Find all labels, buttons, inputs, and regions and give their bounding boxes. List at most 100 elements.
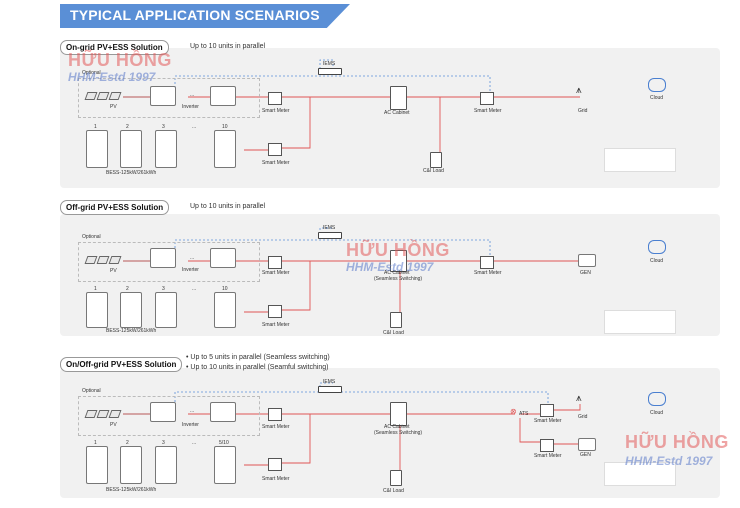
inverter-icon [210,86,236,106]
seamless-label: (Seamless Switching) [374,430,423,436]
smart-meter-icon [268,305,282,318]
smart-meter-label: Smart Meter [262,424,290,430]
ac-cabinet-icon [390,402,407,426]
smart-meter-label: Smart Meter [262,270,290,276]
ac-cabinet-icon [390,250,407,272]
gen-label: GEN [580,270,591,276]
inverter-icon [150,86,176,106]
ats-label: ATS [519,411,529,417]
ci-load-label: C&I Load [383,488,404,494]
pv-label: PV [110,104,117,110]
inverter-icon [210,402,236,422]
bess-number: 1 [94,440,97,446]
ci-load-label: C&I Load [383,330,404,336]
legend-box [604,462,676,486]
legend-box [604,148,676,172]
bess-number: 10 [222,286,228,292]
ac-cabinet-label: AC Cabinet [384,110,410,116]
seamless-label: (Seamless Switching) [374,276,423,282]
watermark-brand: HỮU HỒNG [625,432,729,452]
scenario-1-title: On-grid PV+ESS Solution [60,40,169,55]
watermark-brand: HỮU HỒNG [346,240,450,260]
scenario-1-desc: Up to 10 units in parallel [190,43,266,50]
bess-cabinet-icon [155,292,177,328]
bess-number: 3 [162,286,165,292]
smart-meter-label: Smart Meter [474,108,502,114]
bess-cabinet-icon [86,446,108,484]
bess-label: BESS-125kW/261kWh [106,487,157,493]
cloud-icon [648,78,666,92]
scenario-2-title: Off-grid PV+ESS Solution [60,200,170,215]
bess-number: 5/10 [219,440,229,446]
inverter-label: Inverter [182,104,199,110]
ci-load-icon [430,152,442,168]
optional-frame [78,396,260,436]
bess-cabinet-icon [155,446,177,484]
inverter-icon [150,248,176,268]
grid-tower-icon: ⩚ [576,393,582,404]
cloud-label: Cloud [650,95,664,101]
bess-cabinet-icon [214,130,236,168]
cloud-icon [648,240,666,254]
optional-label: Optional [82,388,101,394]
inverter-icon [210,248,236,268]
optional-label: Optional [82,234,101,240]
ems-icon [318,232,342,239]
ems-icon [318,68,342,75]
ems-icon [318,386,342,393]
cloud-icon [648,392,666,406]
grid-label: Grid [578,414,588,420]
bess-cabinet-icon [120,446,142,484]
smart-meter-icon [268,143,282,156]
page-title: TYPICAL APPLICATION SCENARIOS [70,7,320,23]
inverter-icon [150,402,176,422]
smart-meter-label: Smart Meter [262,322,290,328]
watermark-sub: HHM-Estd 1997 [625,454,713,468]
scenario-3-title: On/Off-grid PV+ESS Solution [60,357,183,372]
bess-dots: ... [192,286,197,292]
ac-cabinet-label: AC Cabinet [384,270,410,276]
bess-number: 1 [94,124,97,130]
ci-load-label: C&I Load [423,168,444,174]
bess-cabinet-icon [155,130,177,168]
bess-number: 3 [162,124,165,130]
smart-meter-label: Smart Meter [262,108,290,114]
ac-cabinet-label: AC Cabinet [384,424,410,430]
scenario-2-desc: Up to 10 units in parallel [190,203,266,210]
grid-label: Grid [578,108,588,114]
smart-meter-icon [480,256,494,269]
gen-label: GEN [580,452,591,458]
optional-frame [78,78,260,118]
watermark-sub: HHM-Estd 1997 [346,260,434,274]
pv-label: PV [110,422,117,428]
smart-meter-icon [480,92,494,105]
bess-number: 2 [126,440,129,446]
smart-meter-label: Smart Meter [262,476,290,482]
watermark-sub: HHM-Estd 1997 [68,70,156,84]
bess-number: 2 [126,286,129,292]
watermark-brand: HỮU HỒNG [68,50,172,70]
optional-frame [78,242,260,282]
inverter-label: Inverter [182,267,199,273]
bess-dots: ... [192,440,197,446]
smart-meter-icon [268,256,282,269]
inverter-dots: ... [190,255,195,261]
ats-switch-icon: ⊗ [510,407,517,416]
bess-number: 2 [126,124,129,130]
bess-number: 3 [162,440,165,446]
ems-label: IEMS [323,225,336,231]
smart-meter-icon [268,92,282,105]
bess-cabinet-icon [120,130,142,168]
ci-load-icon [390,312,402,328]
pv-label: PV [110,268,117,274]
generator-icon [578,254,596,267]
optional-label: Optional [82,70,101,76]
inverter-label: Inverter [182,422,199,428]
scenario-3-desc-1: • Up to 5 units in parallel (Seamless sw… [186,354,330,361]
cloud-label: Cloud [650,410,664,416]
bess-label: BESS-125kW/261kWh [106,328,157,334]
bess-dots: ... [192,124,197,130]
bess-cabinet-icon [86,130,108,168]
bess-number: 10 [222,124,228,130]
bess-cabinet-icon [214,292,236,328]
